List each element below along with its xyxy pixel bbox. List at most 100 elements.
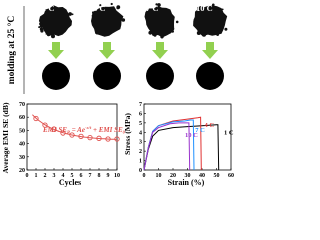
- molded-disk: [196, 62, 224, 90]
- emi-data-point: [78, 133, 84, 139]
- top-panel: molding at 25 °C 1 C 4 C 7 C 10 C: [6, 2, 228, 94]
- powder-pile: [193, 5, 228, 37]
- powder-grain: [39, 24, 43, 28]
- molding-side-label: molding at 25 °C: [6, 16, 17, 85]
- powder-grain: [46, 32, 51, 37]
- x-tick-label: 4: [62, 173, 65, 179]
- x-tick-label: 9: [107, 173, 110, 179]
- powder-grain: [38, 26, 41, 29]
- stress-curve-7c: [143, 119, 195, 171]
- x-tick-label: 2: [44, 173, 47, 179]
- emi-y-axis-label: Average EMI SE (dB): [1, 102, 10, 173]
- emi-data-point: [87, 135, 93, 141]
- powder-grain: [169, 31, 171, 34]
- emi-data-point: [114, 136, 120, 142]
- y-tick-label: 60: [19, 115, 25, 121]
- y-tick-label: 0: [139, 168, 142, 174]
- emi-fit-curve: [32, 114, 117, 140]
- powder-pile: [38, 5, 72, 37]
- fit-eq-pre-sub: R: [67, 130, 70, 135]
- fit-eq-sup: -x/t: [85, 125, 92, 130]
- stress-curve-1c: [143, 124, 220, 171]
- sample-label: 7 C: [146, 3, 159, 13]
- stress-x-axis-label: Strain (%): [168, 178, 205, 187]
- sample-label: 4 C: [93, 3, 106, 13]
- stress-curve-label: 7 C: [195, 127, 205, 134]
- stress-curve-4c: [143, 116, 202, 171]
- stress-curve-labels: 1 C 4 C7 C10 C: [185, 122, 234, 139]
- powder-grain: [148, 30, 153, 35]
- y-tick-label: 1: [139, 159, 142, 165]
- emi-data-points: [33, 115, 120, 142]
- stress-curve-label: 10 C: [185, 132, 198, 139]
- powder-grain: [92, 11, 94, 14]
- emi-y-ticks: 20 30 40 50 60 70: [19, 102, 29, 174]
- powder-grain: [212, 3, 215, 7]
- x-tick-label: 40: [199, 173, 205, 179]
- x-tick-label: 1: [35, 173, 38, 179]
- stress-curve-label: 1 C: [224, 130, 234, 137]
- y-tick-label: 5: [139, 121, 142, 127]
- x-tick-label: 10: [114, 173, 120, 179]
- sample-label: 10 C: [196, 3, 213, 13]
- y-tick-label: 7: [139, 102, 142, 108]
- y-tick-label: 3: [139, 140, 142, 146]
- powder-grain: [153, 33, 157, 37]
- molded-disk: [146, 62, 174, 90]
- powder-grain: [39, 22, 43, 26]
- powder-grain: [224, 27, 228, 31]
- emi-x-axis-label: Cycles: [59, 178, 81, 187]
- x-tick-label: 10: [156, 173, 162, 179]
- powder-grain: [99, 4, 102, 7]
- powder-grain: [221, 8, 224, 11]
- sample-columns: 1 C 4 C 7 C 10 C: [38, 2, 228, 90]
- powder-grain: [175, 20, 179, 24]
- sample-label: 1 C: [42, 3, 55, 13]
- powder-grain: [120, 15, 123, 19]
- fit-eq-pre: EMI SE: [42, 126, 67, 134]
- x-tick-label: 3: [53, 173, 56, 179]
- fit-equation: EMI SER = Ae-x/t + EMI SE0: [42, 125, 126, 135]
- emi-data-point: [42, 122, 48, 128]
- emi-data-point: [60, 130, 66, 136]
- emi-data-point: [33, 115, 39, 122]
- x-tick-label: 5: [71, 173, 74, 179]
- down-arrow-icon: [99, 42, 115, 59]
- stress-curve-10c: [143, 122, 191, 171]
- powder-grain: [160, 35, 164, 39]
- x-tick-label: 7: [89, 173, 92, 179]
- y-tick-label: 40: [19, 142, 25, 148]
- y-tick-label: 30: [19, 155, 25, 161]
- powder-grain: [200, 6, 204, 10]
- x-tick-label: 30: [185, 173, 191, 179]
- fit-eq-post: + EMI SE: [91, 126, 123, 134]
- x-tick-label: 60: [228, 173, 234, 179]
- y-tick-label: 50: [19, 128, 25, 134]
- stress-curve-label: 4 C: [205, 122, 215, 129]
- powder-grain: [121, 18, 126, 22]
- down-arrow-icon: [152, 42, 168, 59]
- stress-y-axis-label: Stress (MPa): [123, 113, 132, 155]
- powder-grain: [51, 34, 55, 39]
- fit-eq-post-sub: 0: [123, 130, 126, 135]
- stress-curves: [143, 116, 220, 171]
- powder-pile: [144, 6, 175, 38]
- x-tick-label: 0: [26, 173, 29, 179]
- down-arrow-icon: [48, 42, 64, 59]
- down-arrow-icon: [202, 42, 218, 59]
- x-tick-label: 6: [80, 173, 83, 179]
- powder-grain: [116, 6, 120, 10]
- powder-grain: [216, 33, 220, 36]
- powder-grain: [45, 33, 48, 35]
- y-tick-label: 20: [19, 168, 25, 174]
- powder-grain: [171, 30, 174, 33]
- powder-grain: [110, 2, 113, 6]
- y-tick-label: 70: [19, 102, 25, 108]
- emi-data-point: [96, 135, 102, 141]
- x-tick-label: 8: [98, 173, 101, 179]
- powder-grain: [91, 14, 95, 18]
